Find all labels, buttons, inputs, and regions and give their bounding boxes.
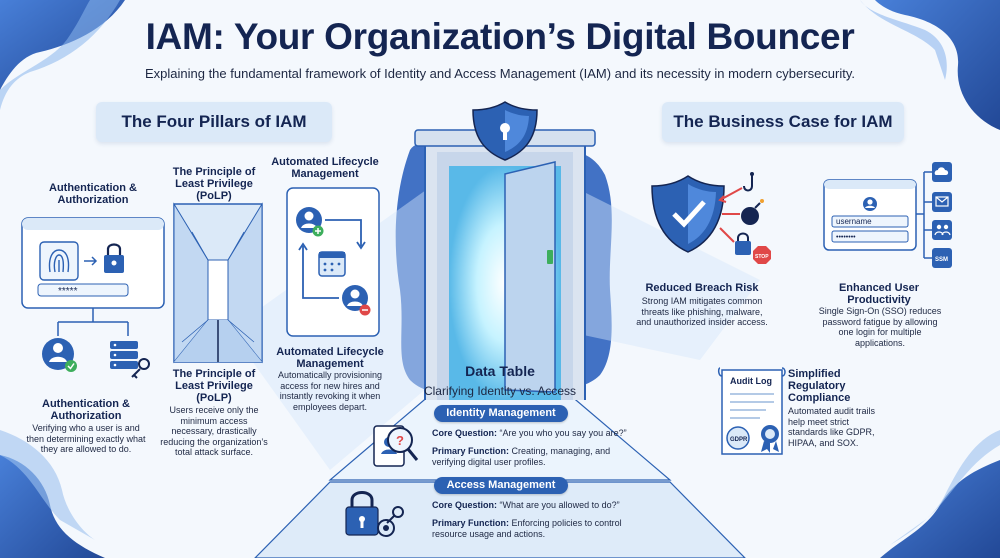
identity-question-row: Core Question: “Are you who you say you … <box>432 428 662 439</box>
breach-illustration: STOP <box>651 172 771 264</box>
team-app-icon <box>932 220 952 240</box>
fingerprint-icon <box>39 241 79 281</box>
stop-sign-icon: STOP <box>753 246 771 264</box>
padlock-icon <box>104 243 124 273</box>
access-question-row: Core Question: “What are you allowed to … <box>432 500 662 511</box>
polp-bottom-label: The Principle of Least Privilege (PoLP) <box>172 368 256 404</box>
vault-door-illustration <box>414 101 596 400</box>
access-mgmt-pill: Access Management <box>434 477 568 494</box>
insider-lock-icon <box>735 232 751 255</box>
sso-password-field: •••••••• <box>836 234 856 241</box>
audit-log-title: Audit Log <box>730 376 772 386</box>
user-add-icon <box>296 207 324 237</box>
breach-title: Reduced Breach Risk <box>645 282 759 294</box>
lifecycle-bottom-label: Automated Lifecycle Management <box>276 346 384 370</box>
lifecycle-top-label: Automated Lifecycle Management <box>271 156 379 180</box>
business-header: The Business Case for IAM <box>662 102 904 142</box>
award-ribbon-icon <box>761 425 779 453</box>
gdpr-seal-text: GDPR <box>730 437 748 443</box>
identity-search-icon: ? <box>373 425 419 467</box>
auth-description: Verifying who a user is and then determi… <box>26 423 146 454</box>
user-check-icon <box>42 338 77 372</box>
user-remove-icon <box>342 285 371 316</box>
access-function: Enforcing policies to control resource u… <box>432 518 622 539</box>
stop-sign-text: STOP <box>755 254 769 260</box>
sso-username-field: username <box>836 217 872 226</box>
identity-function: Creating, managing, and verifying digita… <box>432 446 611 467</box>
phishing-hook-icon <box>743 172 754 192</box>
access-function-label: Primary Function: <box>432 518 510 528</box>
shield-check-icon <box>651 175 725 253</box>
productivity-description: Single Sign-On (SSO) reduces password fa… <box>818 306 942 348</box>
access-question: “What are you allowed to do?” <box>499 500 620 510</box>
access-function-row: Primary Function: Enforcing policies to … <box>432 518 652 540</box>
sso-illustration: username •••••••• SSM <box>823 162 952 268</box>
gdpr-seal-icon: GDPR <box>726 426 750 450</box>
auth-illustration: ***** <box>21 217 165 379</box>
access-question-label: Core Question: <box>432 500 498 510</box>
auth-bottom-label: Authentication & Authorization <box>42 398 130 422</box>
shield-icon <box>472 101 538 161</box>
compliance-title: Simplified Regulatory Compliance <box>788 368 851 404</box>
page-title: IAM: Your Organization’s Digital Bouncer <box>145 16 855 57</box>
compliance-description: Automated audit trails help meet strict … <box>788 406 876 448</box>
identity-question: “Are you who you say you are?” <box>499 428 627 438</box>
identity-mgmt-pill: Identity Management <box>434 405 568 422</box>
cloud-app-icon <box>932 162 952 182</box>
auth-password-mask: ***** <box>58 286 78 297</box>
login-avatar-icon <box>863 197 877 211</box>
identity-question-label: Core Question: <box>432 428 498 438</box>
malware-bomb-icon <box>741 199 764 225</box>
sso-app-tile-icon: SSM <box>932 248 952 268</box>
audit-log-illustration: Audit Log GDPR <box>717 367 786 455</box>
access-lock-gear-icon <box>345 491 404 537</box>
identity-function-row: Primary Function: Creating, managing, an… <box>432 446 632 468</box>
polp-top-label: The Principle of Least Privilege (PoLP) <box>172 166 256 202</box>
table-title: Data Table <box>465 363 535 379</box>
calendar-icon <box>318 251 346 277</box>
lifecycle-description: Automatically provisioning access for ne… <box>277 370 383 412</box>
svg-text:?: ? <box>396 433 404 448</box>
pillars-header: The Four Pillars of IAM <box>96 102 332 142</box>
auth-top-label: Authentication & Authorization <box>49 182 137 206</box>
page-subtitle: Explaining the fundamental framework of … <box>144 66 856 81</box>
mail-app-icon <box>932 192 952 212</box>
corridor-illustration <box>173 202 263 364</box>
sso-app-tile-text: SSM <box>935 257 948 263</box>
lifecycle-illustration <box>286 187 380 337</box>
identity-function-label: Primary Function: <box>432 446 510 456</box>
productivity-title: Enhanced User Productivity <box>838 282 920 306</box>
polp-description: Users receive only the minimum access ne… <box>160 405 268 457</box>
breach-description: Strong IAM mitigates common threats like… <box>636 296 768 327</box>
table-subtitle: Clarifying Identity vs. Access <box>423 384 577 398</box>
server-key-icon <box>110 341 150 379</box>
